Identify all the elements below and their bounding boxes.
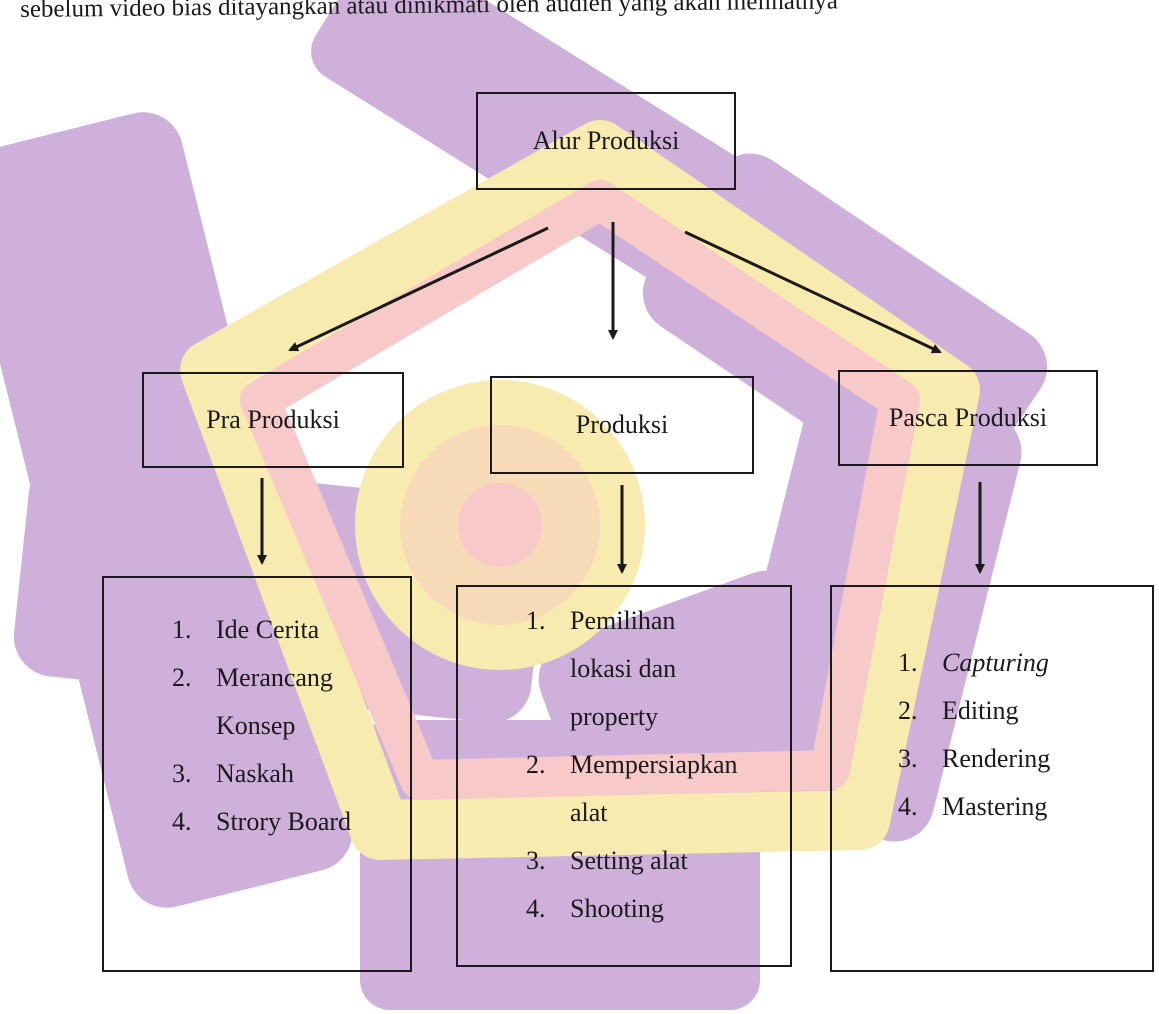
step-text-line: Rendering: [942, 744, 1051, 773]
root-label: Alur Produksi: [532, 126, 680, 155]
root-box: Alur Produksi: [476, 92, 736, 190]
arrow-root-to-pasca: [684, 230, 942, 354]
step-number: 2.: [526, 750, 546, 779]
step-text-line: property: [570, 702, 659, 731]
step-number: 1.: [898, 648, 918, 677]
step-item: 3. Naskah: [172, 750, 410, 798]
step-item: 2. Mempersiapkan alat: [526, 741, 790, 837]
watermark-center-inner: [458, 483, 542, 567]
step-text: Strory Board: [216, 798, 410, 846]
step-text-line: alat: [570, 798, 608, 827]
step-item: 1. Capturing: [898, 639, 1152, 687]
step-number: 2.: [898, 696, 918, 725]
step-number: 4.: [172, 807, 192, 836]
step-text-line: Pemilihan: [570, 606, 676, 635]
step-text: Capturing: [942, 639, 1152, 687]
step-text-line: Konsep: [216, 711, 296, 740]
steps-list: 1. Pemilihan lokasi dan property 2. Mempersia…: [526, 597, 790, 933]
stage-label: Produksi: [575, 410, 669, 439]
steps-list: 1. Capturing 2. Editing 3. Rendering 4. Masteri…: [898, 639, 1152, 831]
step-text-line: Naskah: [216, 759, 294, 788]
stage-label: Pasca Produksi: [888, 403, 1048, 432]
step-text: Mastering: [942, 783, 1152, 831]
steps-box-pasca-produksi: 1. Capturing 2. Editing 3. Rendering 4. Masteri…: [830, 585, 1154, 972]
step-item: 3. Setting alat: [526, 837, 790, 885]
stage-box-produksi: Produksi: [490, 376, 754, 474]
stage-label: Pra Produksi: [206, 405, 340, 434]
step-number: 4.: [526, 894, 546, 923]
step-text: Ide Cerita: [216, 606, 410, 654]
watermark-yellow-ring: [180, 120, 980, 860]
step-text-line: Setting alat: [570, 846, 688, 875]
step-item: 4. Strory Board: [172, 798, 410, 846]
step-number: 1.: [526, 606, 546, 635]
step-text-line: Editing: [942, 696, 1019, 725]
step-number: 2.: [172, 663, 192, 692]
step-item: 1. Ide Cerita: [172, 606, 410, 654]
step-item: 4. Mastering: [898, 783, 1152, 831]
step-number: 1.: [172, 615, 192, 644]
stage-box-pra-produksi: Pra Produksi: [142, 372, 404, 468]
step-text: Rendering: [942, 735, 1152, 783]
arrow-root-to-pra: [288, 226, 549, 352]
step-text: Editing: [942, 687, 1152, 735]
step-text-line: Merancang: [216, 663, 333, 692]
step-text: Pemilihan lokasi dan property: [570, 597, 790, 741]
step-text-line: Shooting: [570, 894, 664, 923]
step-text: Setting alat: [570, 837, 790, 885]
step-text-line: Capturing: [942, 648, 1049, 677]
step-number: 3.: [898, 744, 918, 773]
step-text-line: Ide Cerita: [216, 615, 320, 644]
step-item: 4. Shooting: [526, 885, 790, 933]
step-text-line: Mastering: [942, 792, 1048, 821]
stage-box-pasca-produksi: Pasca Produksi: [838, 370, 1098, 466]
step-item: 3. Rendering: [898, 735, 1152, 783]
step-text-line: Mempersiapkan: [570, 750, 738, 779]
step-item: 1. Pemilihan lokasi dan property: [526, 597, 790, 741]
step-text: Naskah: [216, 750, 410, 798]
step-number: 3.: [526, 846, 546, 875]
step-text-line: Strory Board: [216, 807, 352, 836]
step-number: 4.: [898, 792, 918, 821]
step-item: 2. Editing: [898, 687, 1152, 735]
watermark-pink-ring: [240, 180, 920, 800]
steps-box-produksi: 1. Pemilihan lokasi dan property 2. Mempersia…: [456, 585, 792, 967]
step-text: Mempersiapkan alat: [570, 741, 790, 837]
step-number: 3.: [172, 759, 192, 788]
step-text: Shooting: [570, 885, 790, 933]
step-text-line: lokasi dan: [570, 654, 677, 683]
